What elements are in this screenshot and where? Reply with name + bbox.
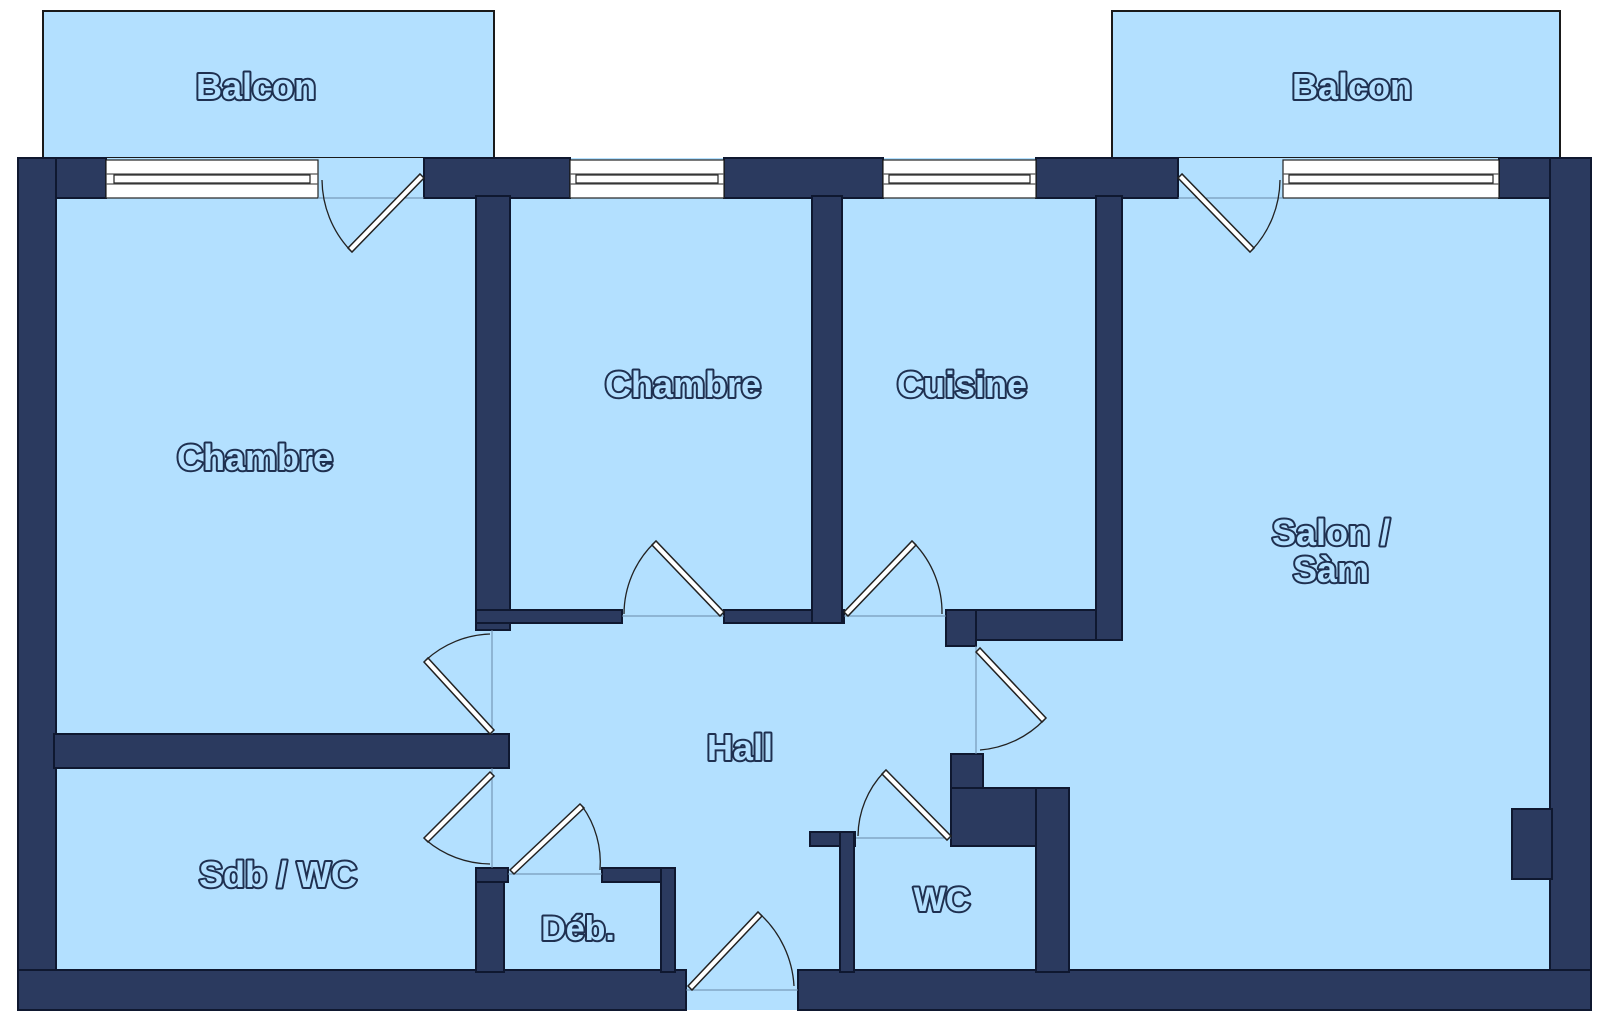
label-chambre-1: Chambre: [177, 437, 333, 478]
label-salon-line1: Salon /: [1272, 512, 1390, 553]
window-chambre-1: [105, 159, 319, 199]
windows: [105, 159, 1500, 199]
door-chambre-1: [422, 630, 496, 736]
label-chambre-2: Chambre: [605, 364, 761, 405]
balcony-right: [1111, 10, 1561, 159]
apartment-floor: [18, 158, 1591, 1010]
door-balcony-left: [318, 172, 426, 254]
door-chambre-2: [622, 539, 726, 618]
window-chambre-2: [569, 159, 725, 199]
doors: [318, 172, 1283, 992]
door-deb: [508, 802, 602, 876]
label-balcon-left: Balcon: [196, 66, 316, 107]
door-sdb: [422, 768, 496, 868]
door-balcony-right: [1176, 172, 1283, 254]
label-cuisine: Cuisine: [897, 364, 1027, 405]
door-entry: [686, 910, 798, 992]
window-salon: [1282, 159, 1500, 199]
room-labels: Balcon Balcon Chambre Chambre Cuisine Sa…: [175, 64, 1414, 950]
balcony-left: [42, 10, 495, 159]
label-wc: WC: [914, 881, 971, 919]
window-cuisine: [882, 159, 1037, 199]
door-cuisine: [842, 539, 946, 618]
label-salon-line2: Sàm: [1293, 549, 1369, 590]
label-sdb: Sdb / WC: [199, 854, 357, 895]
door-wc: [856, 768, 953, 842]
label-balcon-right: Balcon: [1292, 66, 1412, 107]
label-hall: Hall: [707, 727, 773, 768]
walls: [17, 157, 1592, 1011]
label-deb: Déb.: [541, 910, 615, 948]
door-salon: [974, 646, 1048, 754]
